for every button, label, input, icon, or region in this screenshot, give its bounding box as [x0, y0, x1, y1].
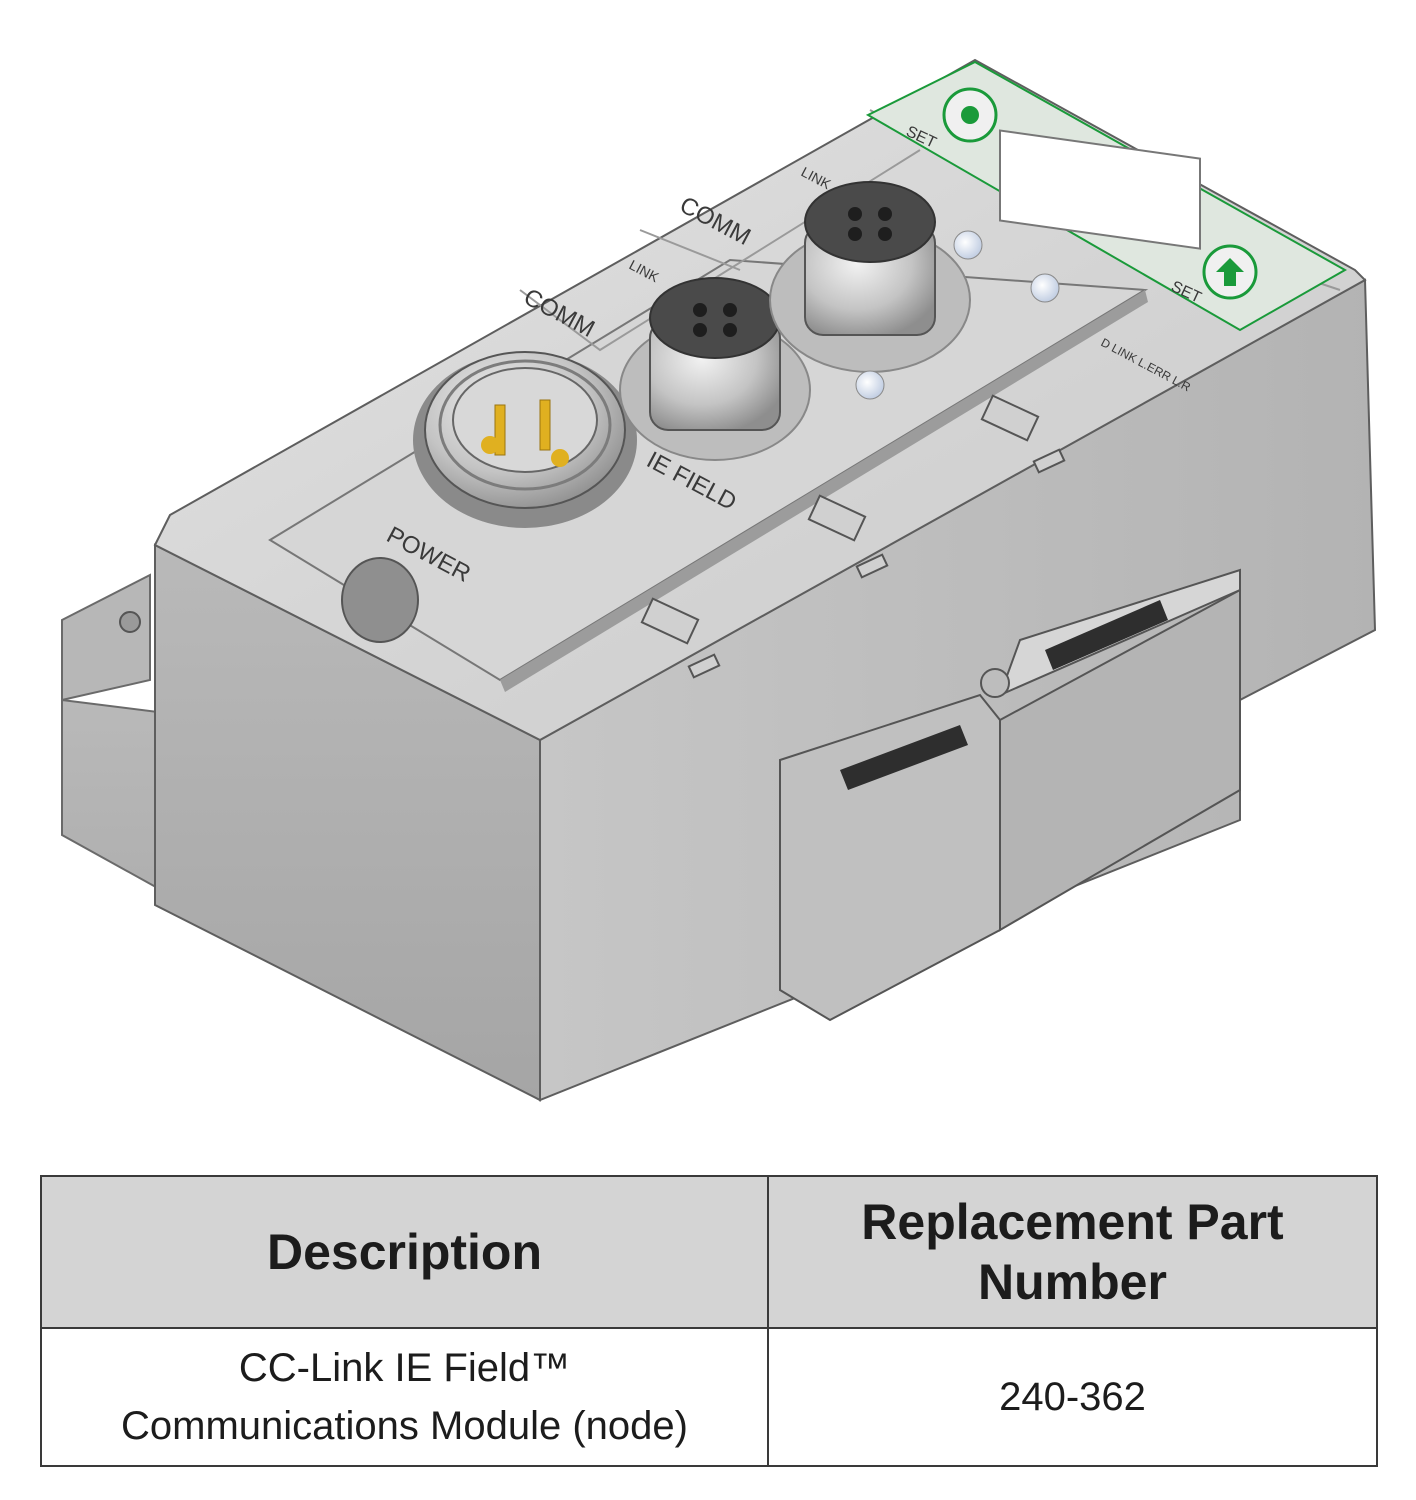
table-row: CC-Link IE Field™ Communications Module …: [40, 1327, 1378, 1467]
description-header: Description: [40, 1175, 769, 1329]
slot-marks: [640, 394, 1066, 679]
connector-panel: [268, 258, 1149, 692]
power-connector: [413, 351, 637, 528]
description-cell: CC-Link IE Field™ Communications Module …: [40, 1327, 769, 1467]
mounting-hole: [341, 557, 419, 643]
bus-connectors: [779, 568, 1241, 1022]
comm-connector-2: [769, 181, 971, 373]
status-leds: [855, 230, 1060, 400]
table-header-row: Description Replacement Part Number: [40, 1175, 1378, 1329]
set-button-panel: SET SET: [865, 60, 1348, 332]
module-illustration: SET SET: [61, 58, 1377, 1102]
comm-connector-1: [619, 277, 811, 461]
part-number-cell: 240-362: [767, 1327, 1378, 1467]
replacement-parts-table: Description Replacement Part Number CC-L…: [40, 1175, 1378, 1467]
part-number-header: Replacement Part Number: [767, 1175, 1378, 1329]
